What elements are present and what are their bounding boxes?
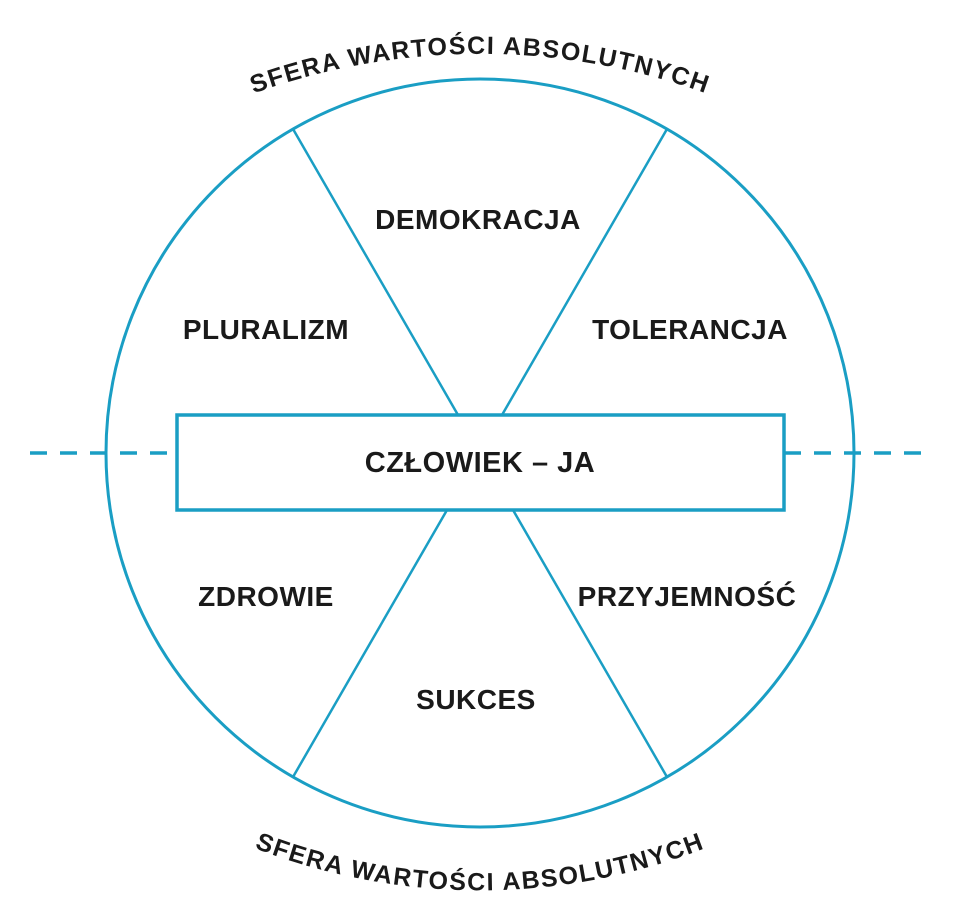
outer-arc-label-bottom: SFERA WARTOŚCI ABSOLUTNYCH: [252, 827, 706, 896]
sector-label-tolerancja: TOLERANCJA: [592, 314, 788, 345]
sector-divider-line-top-right: [500, 128, 669, 416]
center-label: CZŁOWIEK – JA: [365, 447, 595, 479]
outer-arc-label-top-text: SFERA WARTOŚCI ABSOLUTNYCH: [246, 30, 713, 99]
sector-label-zdrowie: ZDROWIE: [198, 581, 334, 612]
sector-label-pluralizm: PLURALIZM: [183, 314, 349, 345]
sector-label-sukces: SUKCES: [416, 684, 536, 715]
sector-label-demokracja: DEMOKRACJA: [375, 204, 581, 235]
sector-divider-line-top-left: [291, 128, 460, 416]
outer-arc-label-top: SFERA WARTOŚCI ABSOLUTNYCH: [246, 30, 712, 99]
sector-divider-line-bottom-right: [511, 509, 669, 778]
outer-arc-label-bottom-text: SFERA WARTOŚCI ABSOLUTNYCH: [252, 827, 708, 896]
sector-label-przyjemnosc: PRZYJEMNOŚĆ: [578, 581, 797, 612]
sector-divider-line-bottom-left: [291, 509, 449, 778]
center-box: [175, 413, 786, 512]
